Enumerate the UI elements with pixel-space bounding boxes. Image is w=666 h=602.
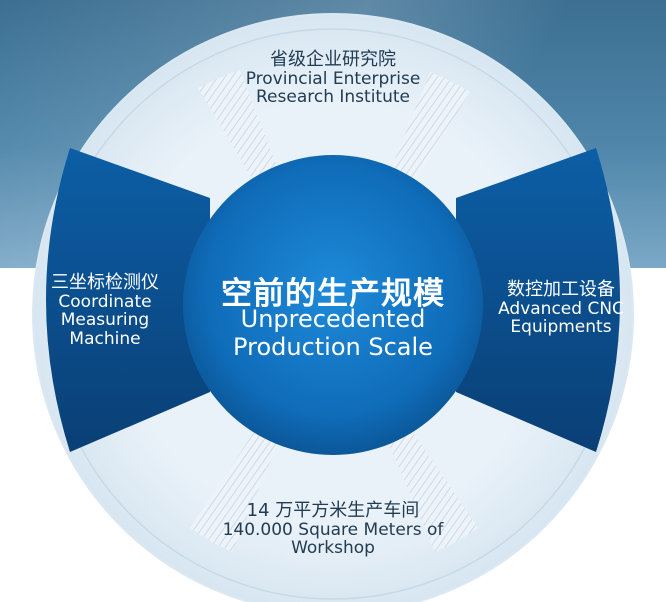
left-segment-wedge (46, 148, 210, 452)
center-title-cn: 空前的生产规模 (221, 276, 445, 312)
top-segment-cn: 省级企业研究院 (270, 49, 396, 70)
right-segment-cn: 数控加工设备 (507, 279, 615, 300)
bottom-segment-en-line2: Workshop (291, 538, 375, 559)
center-subtitle-line2: Production Scale (233, 332, 433, 361)
top-segment-label: 省级企业研究院 Provincial Enterprise Research I… (203, 50, 463, 107)
left-segment-en-line3: Machine (69, 329, 141, 350)
bottom-segment-label: 14 万平方米生产车间 140.000 Square Meters of Wor… (193, 501, 473, 558)
right-segment-en-line1: Advanced CNC (498, 298, 624, 319)
bottom-segment-en-line1: 140.000 Square Meters of (222, 519, 444, 540)
center-subtitle: Unprecedented Production Scale (205, 305, 461, 361)
right-segment-label: 数控加工设备 Advanced CNC Equipments (486, 280, 636, 337)
bottom-segment-cn: 14 万平方米生产车间 (246, 500, 420, 521)
left-segment-cn: 三坐标检测仪 (51, 272, 159, 293)
top-segment-en-line2: Research Institute (256, 87, 410, 108)
center-circle (183, 155, 483, 455)
right-segment-en-line2: Equipments (510, 317, 612, 338)
left-segment-en-line1: Coordinate (58, 291, 152, 312)
right-segment-wedge (456, 148, 620, 452)
left-segment-label: 三坐标检测仪 Coordinate Measuring Machine (30, 273, 180, 349)
center-subtitle-line1: Unprecedented (240, 305, 426, 333)
top-segment-en-line1: Provincial Enterprise (245, 68, 421, 89)
left-segment-en-line2: Measuring (60, 310, 150, 331)
